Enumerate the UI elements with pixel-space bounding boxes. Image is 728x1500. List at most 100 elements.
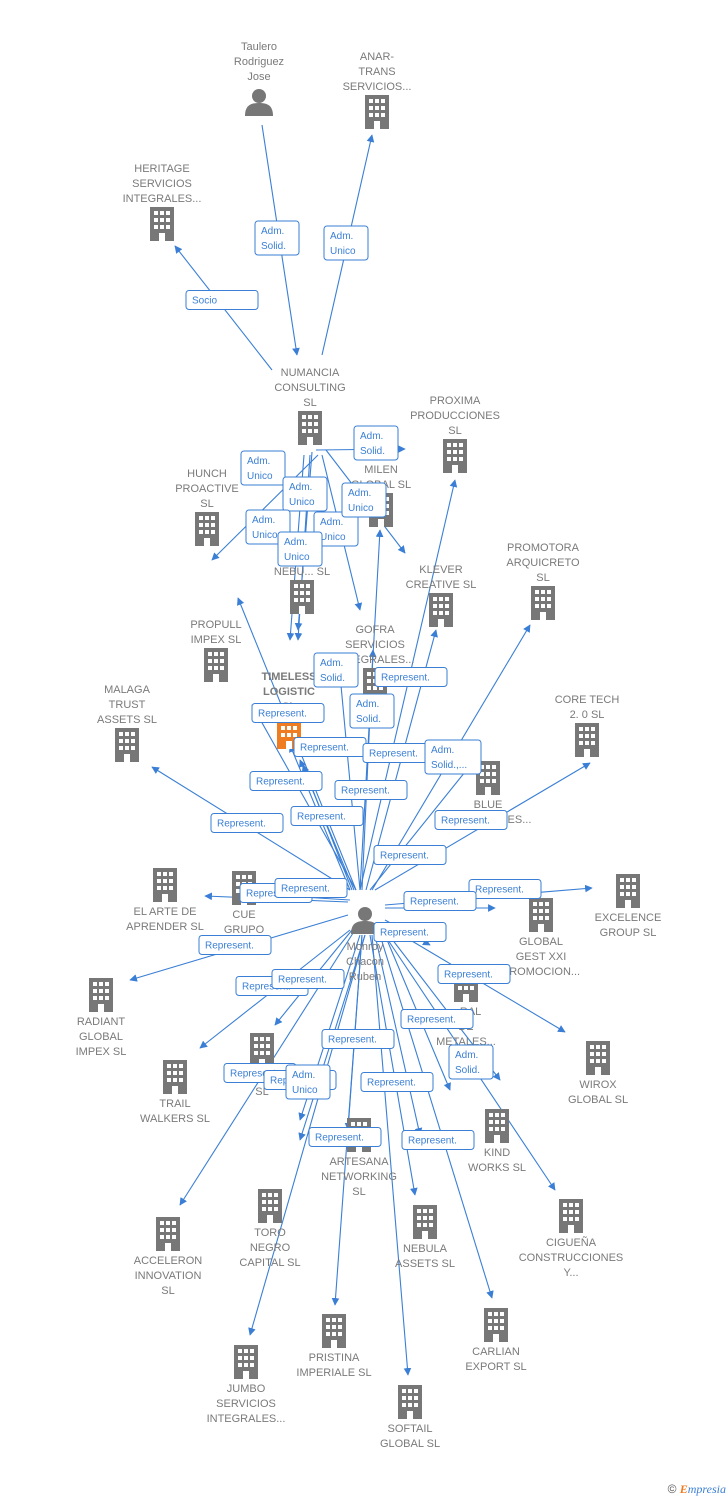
node-label: SL <box>161 1285 174 1297</box>
node-label: Ruben <box>349 971 381 983</box>
edge-label: Represent. <box>308 1127 382 1147</box>
node-label: PROXIMA <box>430 395 481 407</box>
edge-label-text: Represent. <box>278 975 327 986</box>
node-label: NETWORKING <box>321 1171 397 1183</box>
edge-label: Adm.Unico <box>240 450 286 486</box>
building-icon <box>322 1314 346 1348</box>
brand-logo: Empresia <box>679 1482 726 1496</box>
node-anar[interactable]: ANAR-TRANSSERVICIOS... <box>343 51 412 129</box>
building-icon <box>150 207 174 241</box>
edge-label: Adm.Unico <box>285 1064 331 1100</box>
node-label: ASSETS SL <box>97 714 157 726</box>
node-label: PROACTIVE <box>175 483 239 495</box>
building-icon <box>443 439 467 473</box>
node-label: MILEN <box>364 464 398 476</box>
node-label: LOGISTIC <box>263 686 315 698</box>
node-label: ACCELERON <box>134 1255 203 1267</box>
node-heritage[interactable]: HERITAGESERVICIOSINTEGRALES... <box>123 163 202 241</box>
person-icon <box>245 89 273 116</box>
copyright-symbol: © <box>667 1482 677 1496</box>
relation-edge <box>369 761 474 891</box>
relation-edge <box>334 652 361 891</box>
node-label: KLEVER <box>419 564 462 576</box>
node-jumbo[interactable]: JUMBOSERVICIOSINTEGRALES... <box>207 1345 286 1425</box>
edge-label-text: Represent. <box>297 812 346 823</box>
node-label: MALAGA <box>104 684 151 696</box>
building-icon <box>89 978 113 1012</box>
node-gofra[interactable]: GOFRASERVICIOSINTEGRALES... <box>336 624 415 702</box>
edge-label-text: Represent. <box>230 1069 279 1080</box>
edge-label-text: Unico <box>284 552 310 563</box>
edge-label: Represent. <box>373 845 447 865</box>
building-icon <box>616 874 640 908</box>
edge-label-text: Adm. <box>252 515 275 526</box>
building-icon <box>559 1199 583 1233</box>
edge-label-text: Unico <box>330 246 356 257</box>
node-label: NEGRO <box>250 1242 291 1254</box>
node-label: SL <box>352 1186 365 1198</box>
edge-label-text: Solid. <box>455 1065 480 1076</box>
node-label: SERVICIOS <box>132 178 192 190</box>
edge-label: Adm. Unico <box>277 531 323 567</box>
node-label: GLOBAL SL <box>380 1438 440 1450</box>
node-label: PROMOTORA <box>507 542 580 554</box>
node-label: JUMBO <box>227 1383 266 1395</box>
node-label: 2. 0 SL <box>570 709 605 721</box>
node-label: SL <box>200 498 213 510</box>
edge-label-text: Unico <box>348 503 374 514</box>
edge-label-text: Unico <box>289 497 315 508</box>
node-label: PROPULL <box>190 619 241 631</box>
building-icon <box>115 728 139 762</box>
edge-label: Represent. <box>401 1130 475 1150</box>
edge-label: Represent. <box>334 780 408 800</box>
building-icon <box>586 1041 610 1075</box>
building-icon <box>365 95 389 129</box>
node-label: TRANS <box>358 66 395 78</box>
building-icon <box>413 1205 437 1239</box>
node-nebu[interactable]: NEBU... SL <box>274 566 330 614</box>
node-label: GEST XXI <box>516 951 567 963</box>
edge-label: Represent. <box>400 1009 474 1029</box>
edge-label-text: Adm. <box>284 537 307 548</box>
edge-label-text: Represent. <box>444 970 493 981</box>
node-label: WALKERS SL <box>140 1113 210 1125</box>
edge-label: Represent. <box>321 1029 395 1049</box>
edge-label: Adm.Solid.,... <box>424 739 482 775</box>
node-cigüena[interactable]: CIGUEÑACONSTRUCCIONESY... <box>519 1199 624 1279</box>
building-icon <box>484 1308 508 1342</box>
node-label: IMPEX SL <box>76 1046 127 1058</box>
node-label: GLOBAL <box>79 1031 123 1043</box>
building-icon <box>531 586 555 620</box>
edge-label-text: Represent. <box>341 786 390 797</box>
edge-label-text: Solid. <box>261 241 286 252</box>
edge-label-text: Adm. <box>348 488 371 499</box>
edge-label-text: Unico <box>292 1085 318 1096</box>
edge-label: Adm.Unico <box>323 225 369 261</box>
edge-label-text: Adm. <box>320 658 343 669</box>
